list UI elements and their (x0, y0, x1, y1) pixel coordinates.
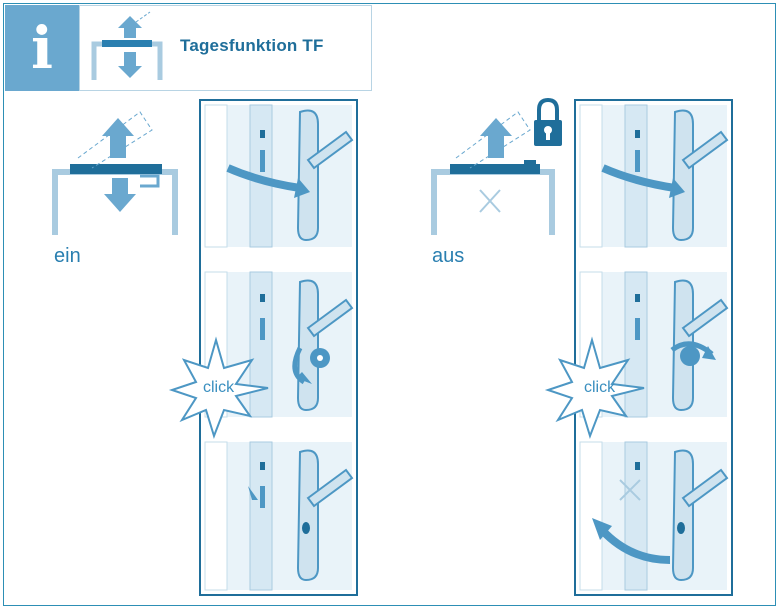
click-label-left: click (203, 379, 235, 396)
padlock-icon (534, 97, 562, 146)
click-burst-right (544, 336, 645, 440)
info-icon: i (30, 14, 54, 82)
mode-label-on: ein (54, 245, 81, 267)
mode-label-off: aus (432, 245, 465, 267)
step-on-3 (204, 441, 354, 591)
step-off-1 (579, 104, 729, 248)
click-label-right: click (584, 379, 616, 396)
header-latch-icon (91, 11, 163, 80)
click-burst-left (168, 336, 269, 440)
step-on-1 (204, 104, 354, 248)
step-off-2 (579, 271, 729, 418)
page-frame (3, 3, 776, 606)
latch-icon-on (52, 111, 178, 235)
latch-icon-off (431, 111, 555, 235)
step-off-3 (579, 441, 729, 591)
page-title: Tagesfunktion TF (180, 36, 324, 55)
info-badge: i (5, 5, 79, 91)
